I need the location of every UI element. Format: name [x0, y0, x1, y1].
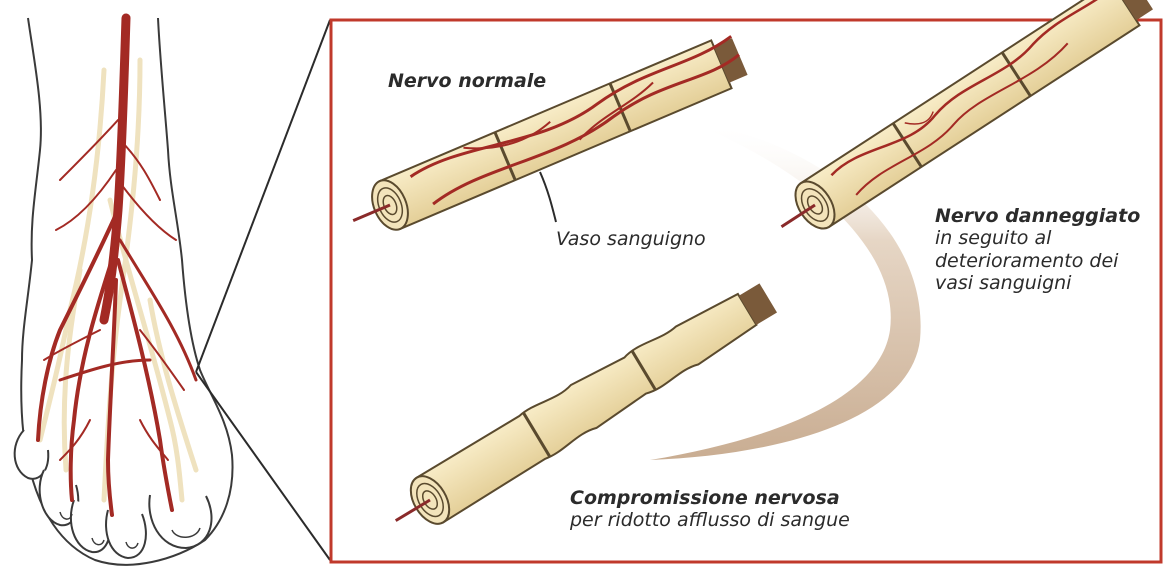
label-normal-nerve: Nervo normale: [388, 70, 546, 92]
label-blood-vessel: Vaso sanguigno: [556, 228, 706, 250]
compromise-title: Compromissione nervosa: [570, 487, 850, 509]
label-nerve-compromise: Compromissione nervosa per ridotto afflu…: [570, 487, 850, 532]
foot-illustration: [15, 18, 233, 565]
label-damaged-nerve: Nervo danneggiato in seguito al deterior…: [935, 205, 1140, 295]
damaged-nerve-line2: deterioramento dei: [935, 250, 1140, 272]
damaged-nerve-title: Nervo danneggiato: [935, 205, 1140, 227]
damaged-nerve-line1: in seguito al: [935, 227, 1140, 249]
damaged-nerve-line3: vasi sanguigni: [935, 272, 1140, 294]
blood-vessel-text: Vaso sanguigno: [556, 228, 706, 250]
normal-nerve-text: Nervo normale: [388, 70, 546, 92]
compromise-line1: per ridotto afflusso di sangue: [570, 509, 850, 531]
